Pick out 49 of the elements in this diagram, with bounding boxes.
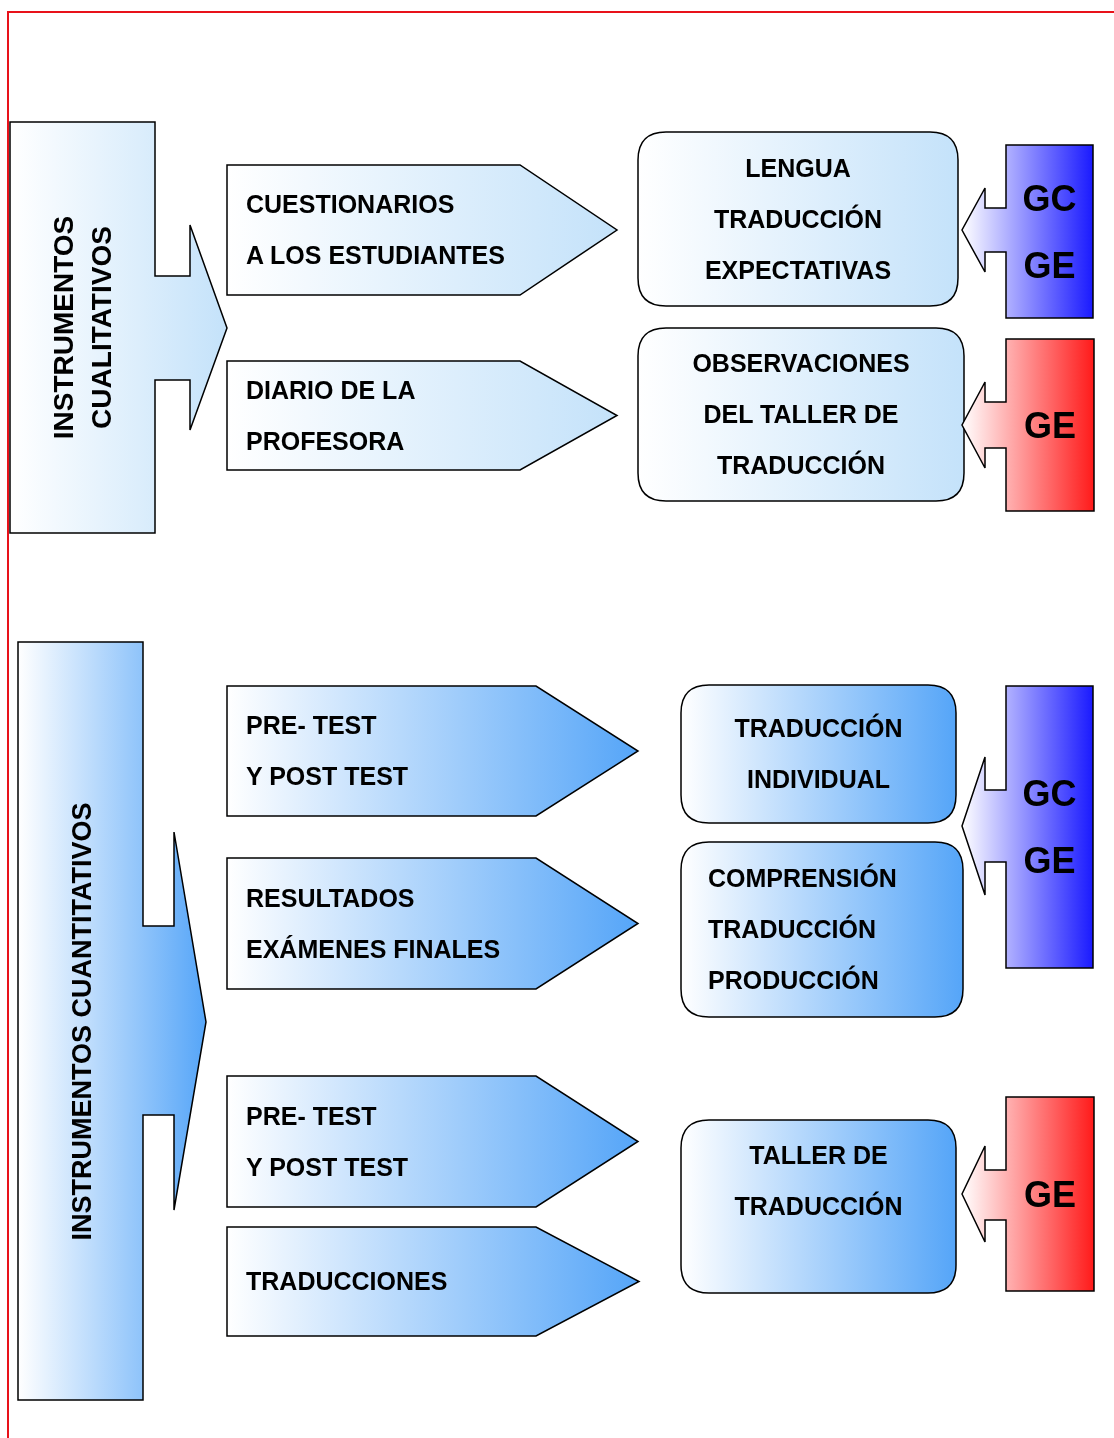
instrument-label: Y POST TEST xyxy=(246,761,409,792)
topic-label: DEL TALLER DE xyxy=(703,399,899,430)
topic-label: TRADUCCIÓN xyxy=(713,203,882,235)
callout-arrow-shape xyxy=(18,642,206,1400)
topic-label: TRADUCCIÓN xyxy=(708,913,877,945)
instrument-label: PROFESORA xyxy=(246,425,405,457)
instrument-label: TRADUCCIONES xyxy=(246,1266,448,1297)
group-callout xyxy=(962,145,1093,318)
topic-label: PRODUCCIÓN xyxy=(708,964,879,996)
group-callout xyxy=(962,339,1094,511)
group-callout xyxy=(962,686,1093,968)
rounded-box xyxy=(638,328,964,501)
group-label: GE xyxy=(1023,839,1076,883)
group-label: GE xyxy=(1024,403,1076,448)
category-heading: INSTRUMENTOS CUANTITATIVOS xyxy=(64,802,97,1240)
topic-label: TALLER DE xyxy=(749,1139,888,1171)
rounded-box xyxy=(638,132,958,306)
pentagon-box xyxy=(227,686,638,816)
instrument-label: CUESTIONARIOS xyxy=(246,189,455,220)
instrument-label: Y POST TEST xyxy=(246,1151,409,1183)
category-heading: CUALITATIVOS xyxy=(84,226,118,429)
instrument-label: EXÁMENES FINALES xyxy=(246,933,501,965)
topic-label: LENGUA xyxy=(745,152,851,184)
pentagon-box xyxy=(227,858,638,989)
group-label: GC xyxy=(1022,176,1077,221)
instrument-label: RESULTADOS xyxy=(246,882,415,914)
group-label: GE xyxy=(1023,243,1076,288)
group-label: GE xyxy=(1024,1172,1076,1217)
rounded-box xyxy=(681,685,956,823)
topic-label: EXPECTATIVAS xyxy=(704,254,892,286)
instrument-label: A LOS ESTUDIANTES xyxy=(246,240,505,271)
topic-label: INDIVIDUAL xyxy=(746,764,891,795)
topic-label: TRADUCCIÓN xyxy=(734,712,903,744)
pentagon-box xyxy=(227,1227,639,1336)
pentagon-box xyxy=(227,361,617,470)
instrument-label: DIARIO DE LA xyxy=(246,374,416,406)
topic-label: TRADUCCIÓN xyxy=(734,1190,903,1222)
group-callout xyxy=(962,1097,1094,1291)
category-heading: INSTRUMENTOS xyxy=(46,215,80,440)
pentagon-box xyxy=(227,165,617,295)
topic-label: TRADUCCIÓN xyxy=(716,449,885,481)
topic-label: COMPRENSIÓN xyxy=(708,862,897,894)
instrument-label: PRE- TEST xyxy=(246,710,377,741)
rounded-box xyxy=(681,842,963,1017)
group-label: GC xyxy=(1022,772,1077,816)
instrument-label: PRE- TEST xyxy=(246,1100,377,1132)
rounded-box xyxy=(681,1120,956,1293)
pentagon-box xyxy=(227,1076,638,1207)
topic-label: OBSERVACIONES xyxy=(692,348,910,379)
